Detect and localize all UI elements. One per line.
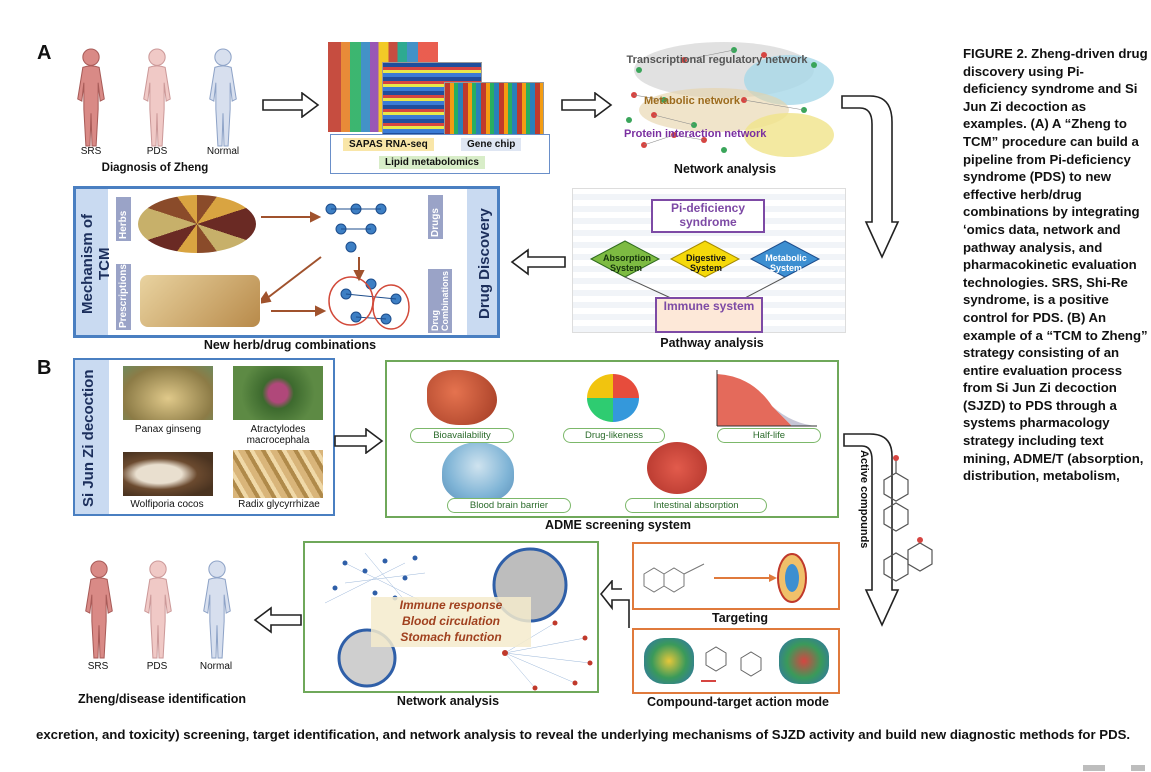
targeting-caption: Targeting [711,611,769,625]
liver-image [427,370,497,425]
label-normal-b: Normal [199,661,233,672]
targeting-box [632,542,840,610]
glycyrrhizae-image [233,450,323,498]
sjzd-label: Si Jun Zi decoction [80,369,97,507]
scroll-indicator-left[interactable] [1083,765,1105,771]
tcm-molecule-network [261,203,410,330]
network-b-box: Immune response Blood circulation Stomac… [303,541,599,693]
tag-intestinal-absorption: Intestinal absorption [625,498,767,513]
brain-image [442,442,514,502]
protein-1-image [644,638,694,684]
metabolic-network-label: Metabolic network [644,95,740,107]
atractylodes-image [233,366,323,420]
herbs-image [138,195,256,253]
compound-target-box [632,628,840,694]
arrow-right-1 [262,91,320,123]
protein-2-image [779,638,829,684]
pathway-box: Pi-deficiency syndrome Absorption System… [572,188,846,333]
network-analysis-caption-b: Network analysis [396,694,500,708]
stomach-function-label: Stomach function [400,630,502,644]
panel-a-letter: A [37,42,52,64]
arrow-curve-down-a [840,92,900,267]
adme-caption: ADME screening system [545,518,691,532]
protein-network-label: Protein interaction network [624,128,767,140]
arrow-right-2 [561,91,613,123]
tcm-side-right [467,189,497,335]
compound-target-caption: Compound-target action mode [647,695,829,709]
absorption-system: Absorption System [603,253,651,273]
half-life-chart [712,366,822,432]
wolfiporia-image [123,452,213,496]
active-compounds-molecules [883,455,933,582]
human-srs-a [70,48,112,153]
targeting-graphic [643,553,807,603]
adme-box: Bioavailability Drug-likeness Half-life … [385,360,839,518]
herbs-tag: Herbs [116,197,131,241]
immune-system-box: Immune system [655,297,763,333]
glycyrrhizae-label: Radix glycyrrhizae [238,499,320,510]
tcm-side-left [76,189,108,335]
sjzd-box: Si Jun Zi decoction Panax ginseng Atract… [73,358,335,516]
rnaseq-label: SAPAS RNA-seq [343,138,434,151]
arrow-right-b [334,427,384,459]
intestine-image [647,442,707,494]
mechanism-of-tcm-label: Mechanism of TCM [79,213,113,315]
figure-caption-side: FIGURE 2. Zheng-driven drug discovery us… [963,46,1148,484]
pathway-analysis-caption: Pathway analysis [660,336,764,350]
prescriptions-tag: Prescriptions [116,264,131,330]
blood-circulation-label: Blood circulation [401,614,500,628]
network-a: Transcriptional regulatory network Metab… [614,40,844,160]
tag-bioavailability: Bioavailability [410,428,514,443]
network-analysis-caption-a: Network analysis [673,162,777,176]
drug-likeness-image [587,374,639,422]
atractylodes-label: Atractylodes macrocephala [246,424,310,446]
human-srs-b [78,560,120,665]
zheng-identification-caption: Zheng/disease identification [77,692,247,706]
heatmap-lipid [444,82,544,140]
panax-label: Panax ginseng [134,424,202,435]
omics-label-box: SAPAS RNA-seq Gene chip Lipid metabolomi… [330,134,550,174]
label-srs-a: SRS [80,146,102,157]
pi-deficiency-box: Pi-deficiency syndrome [651,199,765,233]
human-normal-b [196,560,238,665]
genechip-label: Gene chip [461,138,522,151]
digestive-system: Digestive System [685,253,727,273]
arrow-left-b2 [253,606,303,639]
tag-half-life: Half-life [717,428,821,443]
prescriptions-image [140,275,260,327]
wolfiporia-label: Wolfiporia cocos [130,499,204,510]
network-a-graphic [626,42,834,157]
panel-b-letter: B [37,357,52,379]
label-pds-a: PDS [146,146,168,157]
new-combinations-caption: New herb/drug combinations [203,338,377,352]
label-srs-b: SRS [87,661,109,672]
metabolic-system: Metabolic System [765,253,807,273]
drug-discovery-label: Drug Discovery [476,208,493,320]
human-normal-a [202,48,244,153]
scroll-indicator-right[interactable] [1131,765,1145,771]
compound-molecules [701,646,762,682]
tag-drug-likeness: Drug-likeness [563,428,665,443]
tag-blood-brain-barrier: Blood brain barrier [447,498,571,513]
transcriptional-network-label: Transcriptional regulatory network [626,54,808,66]
label-pds-b: PDS [146,661,168,672]
network-b-highlights: Immune response Blood circulation Stomac… [371,597,531,647]
lipid-label: Lipid metabolomics [379,156,485,169]
human-pds-a [136,48,178,153]
drug-combinations-tag: Drug Combinations [428,269,452,333]
panax-image [123,366,213,420]
human-pds-b [137,560,179,665]
figure-caption-bottom: excretion, and toxicity) screening, targ… [36,727,1131,742]
arrow-left-b1 [599,578,630,635]
active-compounds-label: Active compounds [858,450,870,549]
label-normal-a: Normal [206,146,240,157]
tcm-box: Mechanism of TCM Drug Discovery Herbs Pr… [73,186,500,338]
arrow-left-a [510,248,566,281]
sjzd-side [75,360,109,514]
pathway-diamonds [589,240,821,300]
immune-response-label: Immune response [399,598,503,612]
diagnosis-caption: Diagnosis of Zheng [101,162,209,174]
